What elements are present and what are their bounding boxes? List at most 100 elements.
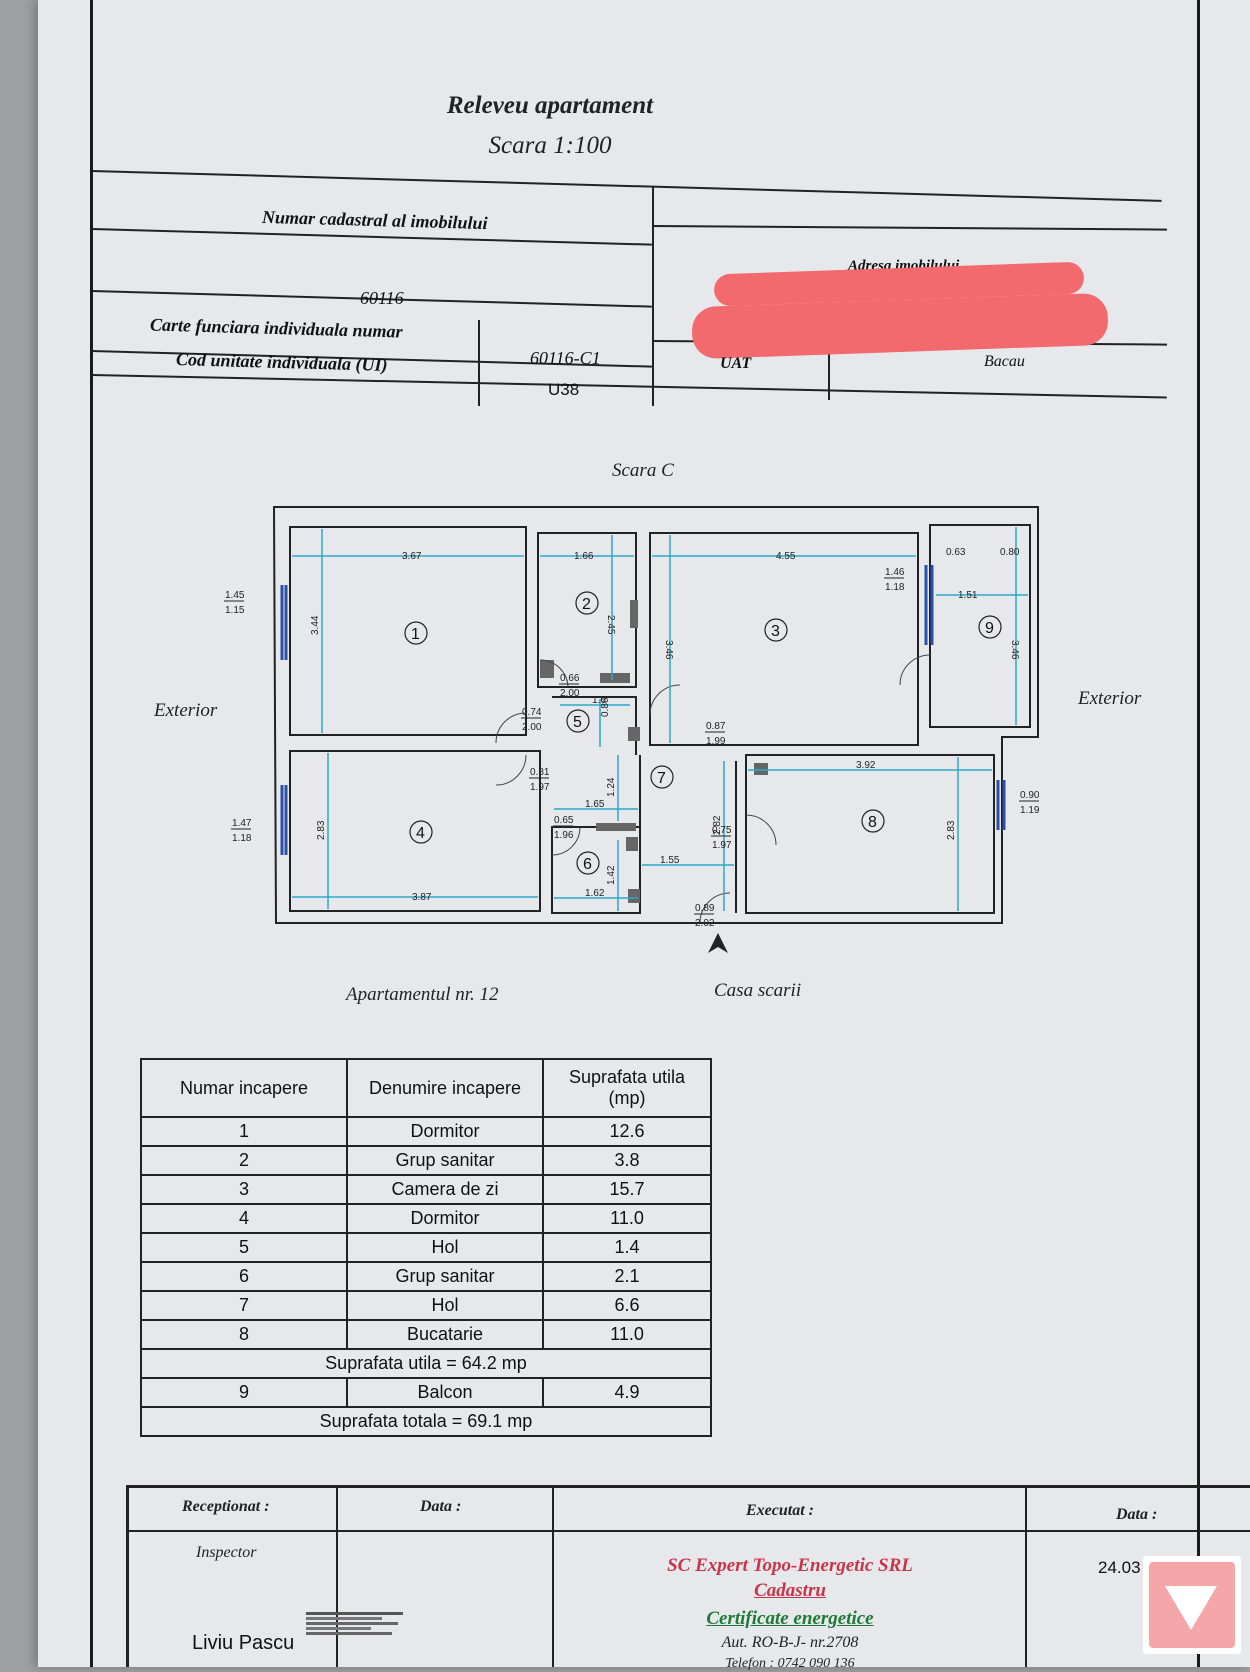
digital-signature-stamp bbox=[306, 1610, 414, 1656]
door-1-width: 0.74 bbox=[522, 707, 542, 718]
dimension-lines bbox=[292, 527, 1028, 911]
column bbox=[628, 727, 640, 741]
room-area-cell: 11.0 bbox=[542, 1319, 712, 1350]
door-6-width: 0.65 bbox=[554, 815, 574, 826]
dim-room-9-width-2: 0.80 bbox=[1000, 547, 1020, 558]
door-3-height: 1.99 bbox=[706, 736, 726, 747]
room-number-cell: 2 bbox=[140, 1145, 348, 1176]
door-room-2 bbox=[539, 659, 569, 688]
structural-columns bbox=[540, 600, 768, 903]
uat-label: UAT bbox=[720, 355, 752, 372]
window-4-height: 1.18 bbox=[232, 833, 252, 844]
document-scale: Scara 1:100 bbox=[488, 132, 612, 159]
room-1-walls bbox=[289, 526, 527, 736]
window-1-width: 1.45 bbox=[225, 590, 245, 601]
room-marker-2 bbox=[575, 591, 599, 615]
entrance-door-height: 2.02 bbox=[695, 918, 715, 929]
usable-area-total-row: Suprafata utila = 64.2 mp bbox=[140, 1348, 712, 1379]
dim-room-8-width: 3.92 bbox=[856, 760, 876, 771]
cadastral-number-value: 60116 bbox=[360, 288, 404, 308]
door-swings bbox=[495, 654, 931, 924]
column-header: Numar incapere bbox=[140, 1058, 348, 1118]
column bbox=[754, 763, 768, 775]
door-room-1 bbox=[495, 712, 527, 744]
company-phone: Telefon : 0742 090 136 bbox=[725, 1656, 855, 1671]
dim-room-7-height-2: 2.82 bbox=[712, 815, 723, 835]
inspector-label: Inspector bbox=[196, 1544, 257, 1561]
door-room-8 bbox=[745, 814, 777, 846]
dim-room-7-width: 1.55 bbox=[660, 855, 680, 866]
window-8-width: 0.90 bbox=[1020, 790, 1040, 801]
dim-room-1-height: 3.44 bbox=[310, 615, 321, 635]
windows bbox=[280, 565, 1006, 855]
room-marker-9 bbox=[978, 615, 1002, 639]
room-area-cell: 4.9 bbox=[542, 1377, 712, 1408]
door-4-width: 0.81 bbox=[530, 767, 550, 778]
dim-room-7-height: 1.24 bbox=[606, 777, 617, 797]
footer-divider bbox=[336, 1485, 338, 1667]
room-2-walls bbox=[537, 532, 637, 688]
cod-ui-value: U38 bbox=[548, 380, 580, 399]
window-8-height: 1.19 bbox=[1020, 805, 1040, 816]
table-header-row: Numar incapere Denumire incapere Suprafa… bbox=[140, 1058, 712, 1118]
room-3-walls bbox=[649, 532, 919, 746]
column-header: Denumire incapere bbox=[346, 1058, 544, 1118]
room-area-cell: 1.4 bbox=[542, 1232, 712, 1263]
dim-room-2-width: 1.66 bbox=[574, 551, 594, 562]
door-8-width: 0.75 bbox=[712, 825, 732, 836]
room-number-9: 9 bbox=[985, 620, 994, 637]
inspector-name: Liviu Pascu bbox=[192, 1632, 295, 1654]
room-name-cell: Dormitor bbox=[346, 1203, 544, 1234]
document-title: Releveu apartament bbox=[446, 92, 654, 119]
exterior-left-label: Exterior bbox=[154, 700, 218, 721]
rooms-table: Numar incapere Denumire incapere Suprafa… bbox=[140, 1058, 712, 1437]
room-number-cell: 4 bbox=[140, 1203, 348, 1234]
column bbox=[540, 660, 554, 678]
room-number-8: 8 bbox=[868, 814, 877, 831]
window-4-width: 1.47 bbox=[232, 818, 252, 829]
room-number-7: 7 bbox=[657, 770, 666, 787]
door-6-height: 1.96 bbox=[554, 830, 574, 841]
window-9-width: 1.46 bbox=[885, 567, 905, 578]
dim-room-4-width: 3.87 bbox=[412, 892, 432, 903]
door-room-9 bbox=[899, 654, 931, 686]
dim-room-6-height: 1.42 bbox=[606, 865, 617, 885]
room-marker-6 bbox=[576, 851, 600, 875]
room-name-cell: Grup sanitar bbox=[346, 1145, 544, 1176]
company-authorization: Aut. RO-B-J- nr.2708 bbox=[721, 1634, 859, 1651]
exterior-right-label: Exterior bbox=[1078, 688, 1142, 709]
room-9-walls bbox=[929, 524, 1031, 728]
door-room-3 bbox=[649, 684, 681, 716]
dim-room-3-width: 4.55 bbox=[776, 551, 796, 562]
date-label-2: Data : bbox=[1116, 1506, 1158, 1523]
dim-room-4-height: 2.83 bbox=[316, 820, 327, 840]
room-marker-4 bbox=[409, 820, 433, 844]
room-number-3: 3 bbox=[771, 623, 780, 640]
usable-area-total: Suprafata utila = 64.2 mp bbox=[140, 1348, 712, 1379]
room-marker-3 bbox=[764, 618, 788, 642]
door-8-height: 1.97 bbox=[712, 840, 732, 851]
header-divider bbox=[652, 186, 654, 406]
room-number-4: 4 bbox=[416, 825, 425, 842]
total-area-row: Suprafata totala = 69.1 mp bbox=[140, 1406, 712, 1437]
door-3-width: 0.87 bbox=[706, 721, 726, 732]
date-label-1: Data : bbox=[420, 1498, 462, 1515]
column bbox=[600, 673, 630, 683]
room-area-cell: 2.1 bbox=[542, 1261, 712, 1292]
room-area-cell: 11.0 bbox=[542, 1203, 712, 1234]
door-2-height: 2.00 bbox=[560, 688, 580, 699]
footer-top-rule bbox=[126, 1485, 1250, 1488]
floor-plan: 3.67 3.44 1.66 2.45 4.55 3.46 0.63 0.80 … bbox=[224, 506, 1040, 953]
scara-label: Scara C bbox=[612, 460, 674, 481]
footer-divider bbox=[126, 1485, 129, 1667]
dim-room-8-height: 2.83 bbox=[946, 820, 957, 840]
opening-labels: 1.45 1.15 1.47 1.18 1.46 1.18 0.90 1.19 … bbox=[224, 567, 1040, 929]
room-area-cell: 12.6 bbox=[542, 1116, 712, 1147]
